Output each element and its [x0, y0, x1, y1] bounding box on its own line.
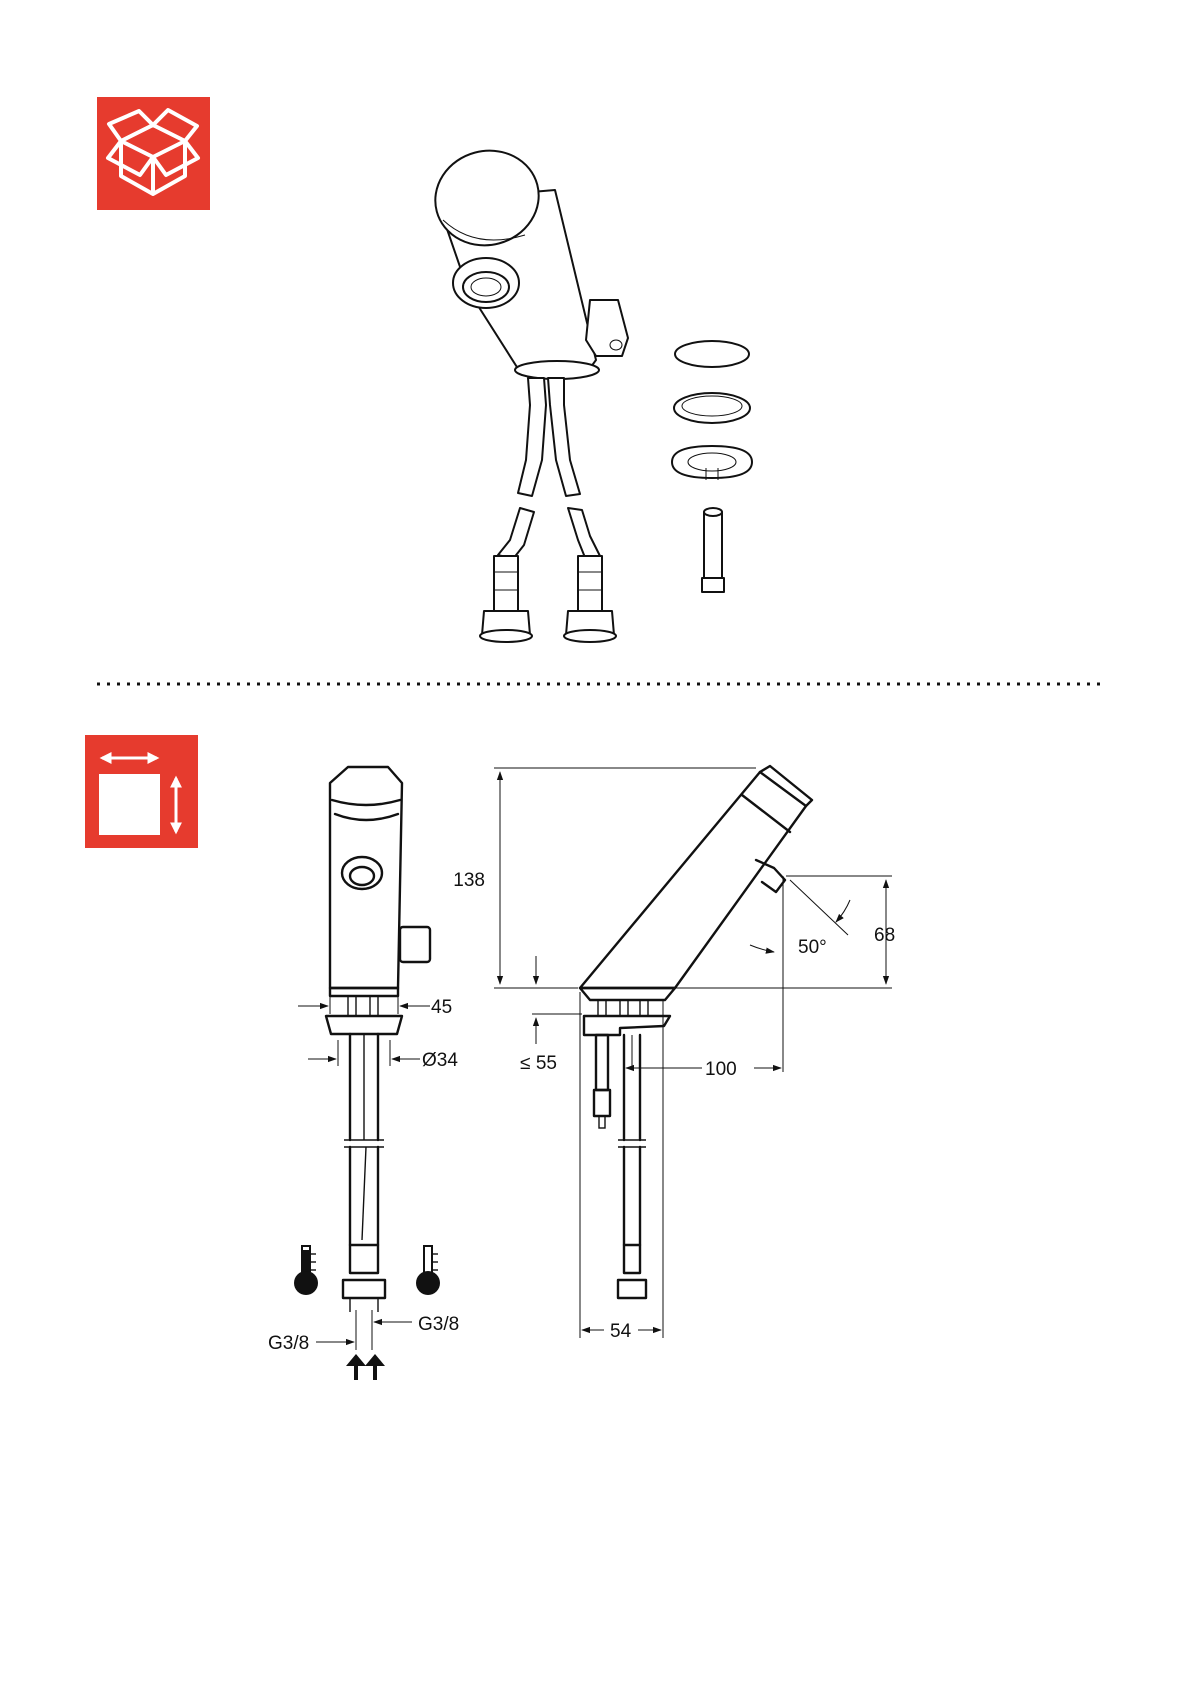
arrow-up-icon	[346, 1354, 385, 1380]
seal-washer	[674, 393, 750, 423]
dim-label-138: 138	[453, 870, 485, 891]
dim-55	[532, 956, 582, 1044]
dimensions-icon	[85, 735, 198, 848]
fixing-half-washer	[672, 446, 752, 480]
side-view	[580, 766, 812, 1298]
dim-label-100: 100	[705, 1059, 737, 1080]
thermometer-cold-icon	[416, 1246, 440, 1295]
dim-label-55: ≤ 55	[520, 1053, 557, 1074]
faucet-exploded-view	[425, 139, 628, 642]
dim-138	[494, 768, 756, 988]
dim-label-68: 68	[874, 925, 895, 946]
front-view	[326, 767, 430, 1312]
dim-label-54: 54	[610, 1321, 632, 1342]
dim-label-diameter: Ø34	[422, 1050, 458, 1071]
threaded-rod	[702, 508, 724, 592]
dim-g38	[316, 1310, 412, 1350]
dim-54	[580, 992, 663, 1338]
dim-label-angle: 50°	[798, 937, 827, 958]
open-box-icon	[97, 97, 210, 210]
dim-label-g38-cold: G3/8	[418, 1314, 459, 1335]
dim-label-g38-hot: G3/8	[268, 1333, 309, 1354]
o-ring	[675, 341, 749, 367]
thermometer-hot-icon	[294, 1246, 318, 1295]
dim-label-45: 45	[431, 997, 452, 1018]
